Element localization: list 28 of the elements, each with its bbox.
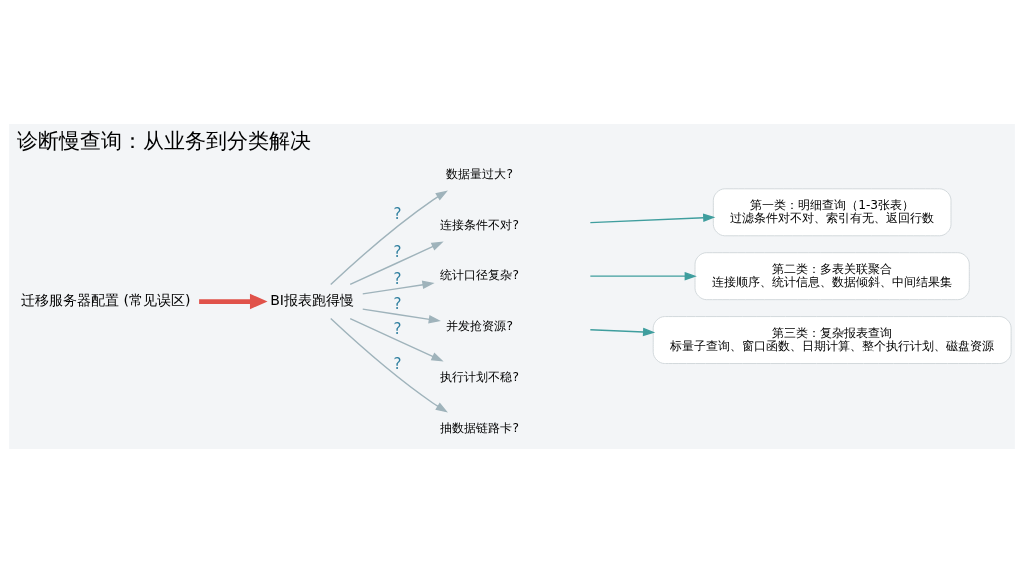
arrow	[589, 327, 656, 336]
edge-label: ?	[393, 242, 402, 261]
edge-label: ?	[393, 354, 402, 373]
node-text: 连接条件不对?	[440, 217, 519, 232]
arrow	[349, 317, 444, 361]
node-text: 抽数据链路卡?	[440, 420, 519, 435]
node-text: 迁移服务器配置 (常见误区)	[21, 291, 191, 308]
edge-label: ?	[393, 294, 402, 313]
node-text: 执行计划不稳?	[440, 369, 519, 384]
node-text: BI报表跑得慢	[270, 291, 354, 308]
arrow	[199, 293, 268, 309]
arrow	[330, 190, 448, 285]
arrow	[330, 317, 448, 412]
diagram-title: 诊断慢查询：从业务到分类解决	[16, 128, 311, 153]
node-box: 第三类：复杂报表查询 标量子查询、窗口函数、日期计算、整个执行计划、磁盘资源	[652, 315, 1012, 364]
arrow	[362, 307, 441, 323]
edge-label: ?	[393, 204, 402, 223]
arrow	[349, 241, 444, 285]
arrow	[589, 213, 716, 223]
node-text: 统计口径复杂?	[440, 267, 519, 282]
node-box: 第一类：明细查询（1-3张表） 过滤条件对不对、索引有无、返回行数	[712, 187, 952, 236]
node-text: 数据量过大?	[446, 166, 513, 181]
edge-label: ?	[393, 319, 402, 338]
node-box: 第二类：多表关联聚合 连接顺序、统计信息、数据倾斜、中间结果集	[694, 251, 970, 300]
node-text: 并发抢资源?	[446, 318, 513, 333]
arrow	[362, 280, 435, 295]
arrow	[589, 271, 697, 280]
edge-label: ?	[393, 268, 402, 287]
